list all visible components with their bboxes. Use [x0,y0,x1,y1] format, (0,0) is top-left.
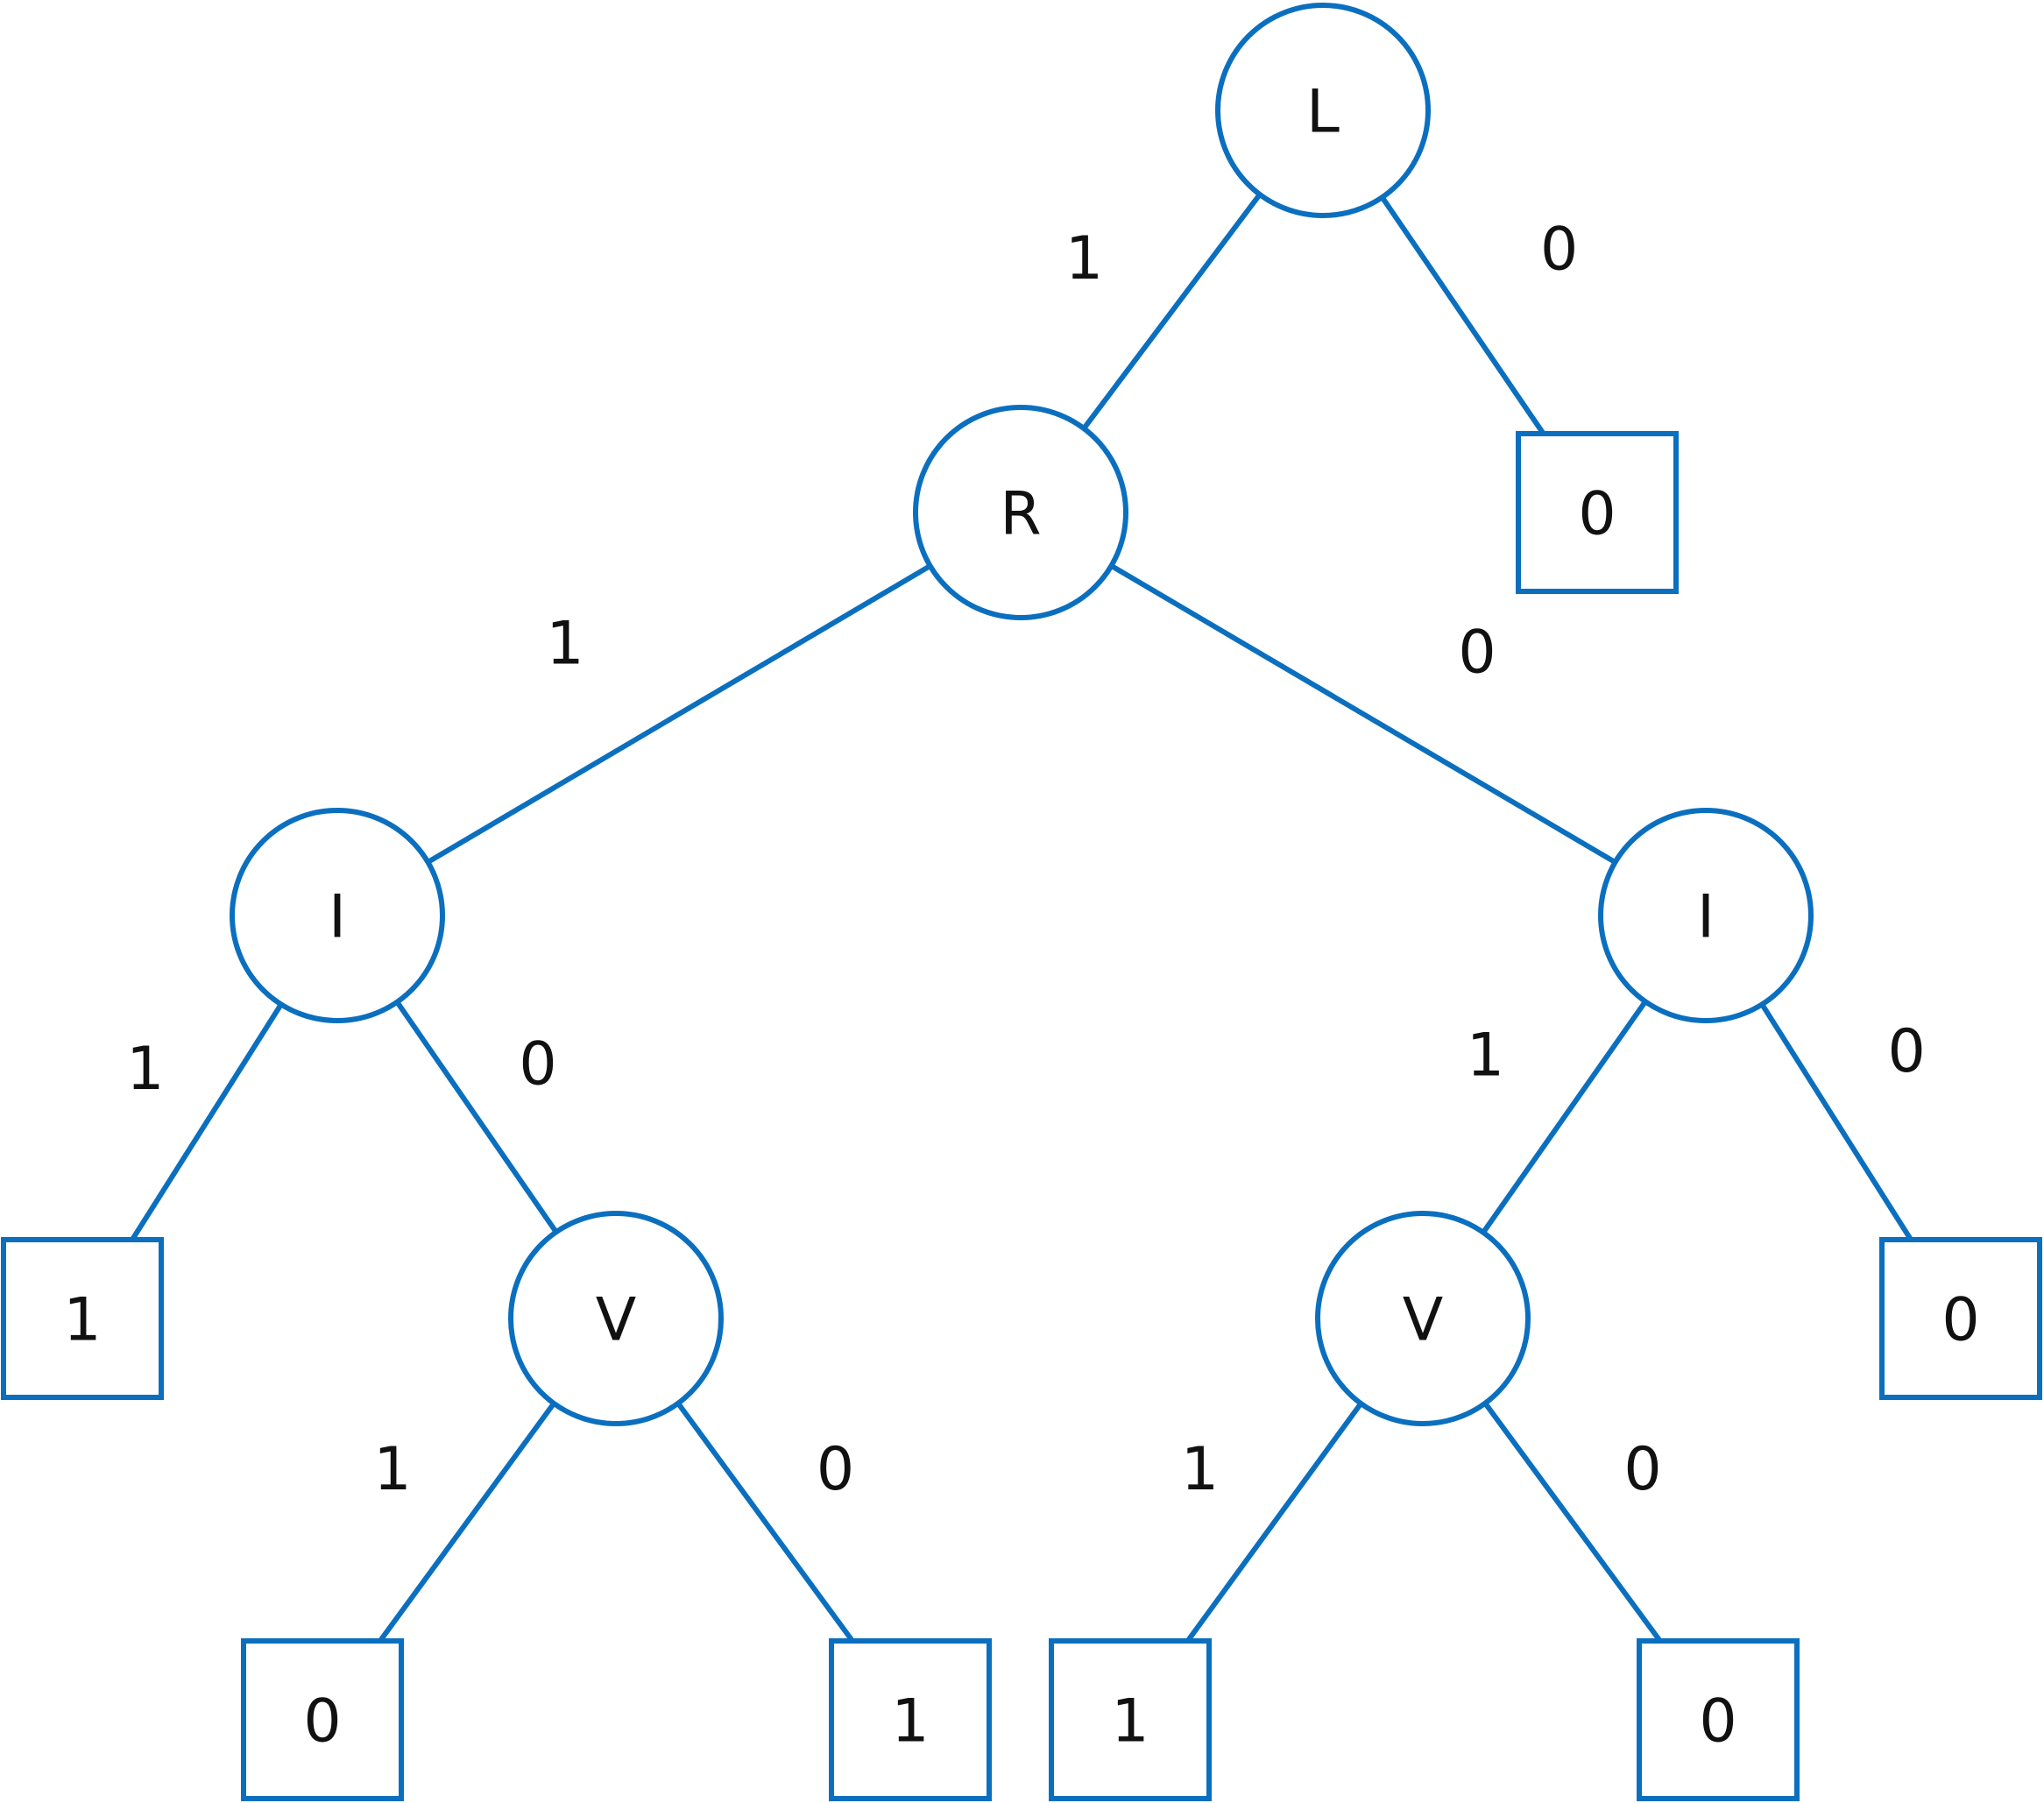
leaf-node-label: 0 [1941,1286,1979,1355]
edge-n-i-left-to-n-v-left [394,1000,559,1234]
edge-n-root-to-leaf-l-0 [1380,195,1546,435]
decision-node-label: R [1000,480,1041,549]
decision-node-circle [1315,1211,1531,1426]
leaf-node-label: 0 [303,1687,341,1757]
decision-node-label: V [1403,1286,1444,1355]
edge-label-group: 1 0 1 0 1 0 1 0 1 0 1 0 [126,216,1925,1504]
leaf-node-label: 1 [63,1286,101,1355]
leaf-node: 1 [1,1237,164,1400]
edge-n-root-to-n-r [1081,193,1262,430]
leaf-node-box [241,1638,404,1801]
decision-node-circle [1215,3,1431,218]
edge-n-r-to-n-i-right [1109,563,1617,865]
edge-n-v-right-to-leaf-vr-0 [1482,1401,1663,1643]
edge-label: 0 [1458,619,1496,688]
leaf-node-box [1,1237,164,1400]
decision-node: L [1215,3,1431,218]
decision-node-circle [913,405,1128,620]
leaf-node-label: 0 [1699,1687,1736,1757]
edge-n-i-right-to-leaf-ir-0 [1759,1002,1913,1241]
edge-label: 0 [519,1030,556,1099]
leaf-node: 1 [829,1638,992,1801]
edge-label: 1 [373,1435,411,1504]
edge-n-v-right-to-leaf-vr-1 [1185,1402,1363,1643]
leaf-node: 0 [1637,1638,1800,1801]
leaf-node-label: 1 [891,1687,929,1757]
decision-node-label: I [329,883,346,952]
leaf-node-box [829,1638,992,1801]
edge-n-v-left-to-leaf-vl-1 [675,1401,855,1643]
edge-label: 1 [126,1035,164,1104]
leaf-node-label: 0 [1578,480,1616,549]
decision-node: I [1598,808,1814,1023]
edge-label: 1 [1065,224,1103,293]
edge-n-i-left-to-leaf-il-1 [130,1002,284,1241]
leaf-node-box [1879,1237,2042,1400]
leaf-node-label: 1 [1111,1687,1149,1757]
leaf-node: 0 [241,1638,404,1801]
edge-n-v-left-to-leaf-vl-0 [378,1402,556,1643]
leaf-node: 0 [1516,431,1679,594]
edge-n-i-right-to-n-v-right [1481,1000,1648,1234]
leaf-node-box [1049,1638,1212,1801]
decision-node-label: I [1697,883,1715,952]
edge-group [130,193,1913,1643]
leaf-node: 0 [1879,1237,2042,1400]
decision-node-circle [230,808,445,1023]
decision-node-label: V [596,1286,637,1355]
edge-n-r-to-n-i-left [426,563,932,865]
edge-label: 0 [1887,1017,1925,1086]
edge-label: 0 [1540,216,1578,285]
leaf-node-box [1516,431,1679,594]
decision-node: I [230,808,445,1023]
decision-node-label: L [1306,78,1340,147]
leaf-node-box [1637,1638,1800,1801]
decision-node-circle [508,1211,724,1426]
edge-label: 1 [546,610,583,679]
decision-node-circle [1598,808,1814,1023]
decision-node: V [508,1211,724,1426]
decision-node: R [913,405,1128,620]
edge-label: 0 [1623,1435,1661,1504]
leaf-node: 1 [1049,1638,1212,1801]
edge-label: 1 [1181,1435,1219,1504]
decision-node: V [1315,1211,1531,1426]
edge-label: 0 [817,1435,854,1504]
node-group: L R I I V V 0 1 0 1 1 0 0 [1,3,2042,1801]
edge-label: 1 [1467,1022,1504,1091]
